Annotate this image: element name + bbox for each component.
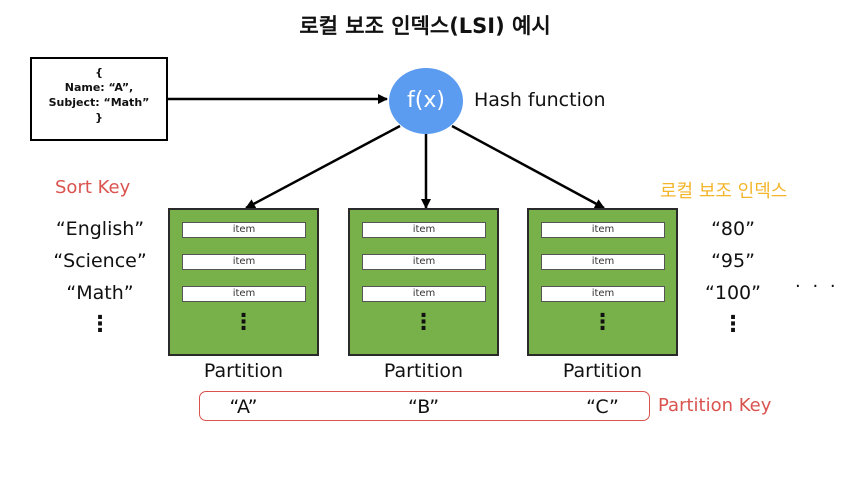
partition-item: item xyxy=(541,254,665,270)
json-line: Subject: “Math” xyxy=(48,96,150,109)
lsi-value: “100” xyxy=(705,282,761,304)
partition-a: item item item ⋮ xyxy=(168,208,319,356)
partition-key-value: “C” xyxy=(586,396,619,418)
partition-c: item item item ⋮ xyxy=(527,208,678,356)
partition-ellipsis: ⋮ xyxy=(412,310,435,335)
lsi-ellipsis: ⋮ xyxy=(722,312,744,337)
partition-ellipsis: ⋮ xyxy=(591,310,614,335)
partition-b: item item item ⋮ xyxy=(348,208,499,356)
sort-key-ellipsis: ⋮ xyxy=(89,312,111,337)
more-ellipsis: · · · xyxy=(795,276,839,297)
json-line: Name: “A”, xyxy=(64,81,134,94)
hash-to-partition-c-arrow xyxy=(451,124,605,210)
json-line: { xyxy=(95,66,103,79)
partition-key-value: “A” xyxy=(229,396,258,418)
lsi-value: “80” xyxy=(711,218,755,240)
partition-item: item xyxy=(182,222,306,238)
sort-key-label: Sort Key xyxy=(55,177,131,198)
local-secondary-index-label: 로컬 보조 인덱스 xyxy=(660,181,788,202)
hash-function-circle: f(x) xyxy=(389,68,463,134)
sort-key-value: “English” xyxy=(55,218,145,240)
partition-item: item xyxy=(362,286,486,302)
partition-key-value: “B” xyxy=(407,396,440,418)
partition-ellipsis: ⋮ xyxy=(232,310,255,335)
partition-label: Partition xyxy=(562,360,643,382)
partition-label: Partition xyxy=(203,360,284,382)
partition-item: item xyxy=(362,222,486,238)
sort-key-value: “Science” xyxy=(53,250,147,272)
partition-item: item xyxy=(541,222,665,238)
json-line: } xyxy=(95,111,103,124)
sort-key-value: “Math” xyxy=(66,282,134,304)
partition-item: item xyxy=(362,254,486,270)
hash-function-label: Hash function xyxy=(474,89,606,111)
partition-item: item xyxy=(182,286,306,302)
partition-item: item xyxy=(541,286,665,302)
input-item-box: { Name: “A”, Subject: “Math” } xyxy=(30,57,168,141)
partition-item: item xyxy=(182,254,306,270)
hash-to-partition-a-arrow xyxy=(245,124,401,210)
diagram-title: 로컬 보조 인덱스(LSI) 예시 xyxy=(299,14,551,38)
partition-label: Partition xyxy=(383,360,464,382)
partition-key-label: Partition Key xyxy=(658,395,772,416)
lsi-value: “95” xyxy=(711,250,755,272)
partition-key-box xyxy=(199,391,650,421)
